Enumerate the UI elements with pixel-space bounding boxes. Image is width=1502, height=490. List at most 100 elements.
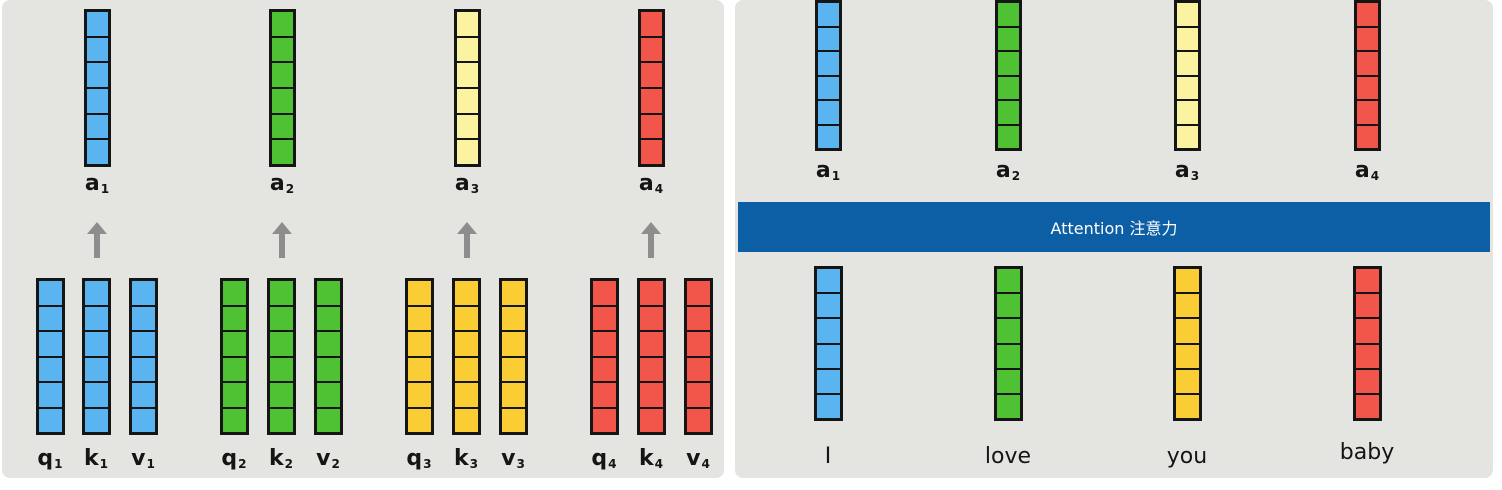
vector-cell bbox=[408, 358, 431, 383]
up-arrow-icon bbox=[641, 222, 661, 258]
vector-label-q4-letter: q bbox=[591, 446, 608, 471]
output-vector-a3 bbox=[454, 9, 481, 167]
vector-label-v1: v1 bbox=[103, 446, 183, 471]
vector-cell bbox=[223, 358, 246, 383]
attention-output-label-a3-subscript: 3 bbox=[1190, 169, 1200, 184]
vector-label-v3-letter: v bbox=[501, 446, 516, 471]
output-vector-a2 bbox=[269, 9, 296, 167]
vector-cell bbox=[502, 307, 525, 332]
vector-cell bbox=[1356, 319, 1379, 345]
vector-label-q3: q3 bbox=[379, 446, 459, 471]
vector-cell bbox=[272, 12, 293, 38]
vector-cell bbox=[1176, 345, 1199, 370]
output-label-a1-letter: a bbox=[84, 171, 100, 196]
vector-cell bbox=[593, 307, 616, 332]
vector-cell bbox=[455, 383, 478, 409]
vector-cell bbox=[1176, 395, 1199, 418]
vector-cell bbox=[455, 307, 478, 332]
output-label-a2-subscript: 2 bbox=[285, 182, 295, 197]
word-label-baby: baby bbox=[1339, 440, 1395, 465]
vector-cell bbox=[87, 140, 108, 164]
vector-label-q1-subscript: 1 bbox=[54, 457, 63, 472]
vector-label-k1-subscript: 1 bbox=[99, 457, 109, 472]
vector-cell bbox=[1177, 3, 1198, 28]
vector-cell bbox=[457, 115, 478, 141]
vector-cell bbox=[1177, 77, 1198, 101]
vector-cell bbox=[317, 307, 340, 332]
vector-cell bbox=[457, 63, 478, 90]
vector-cell bbox=[998, 3, 1019, 28]
word-label-love: love bbox=[984, 444, 1032, 469]
vector-cell bbox=[997, 395, 1020, 418]
vector-cell bbox=[1357, 3, 1378, 28]
vector-cell bbox=[1176, 294, 1199, 320]
attention-output-label-a4: a4 bbox=[1327, 158, 1407, 183]
vector-cell bbox=[687, 358, 710, 383]
vector-cell bbox=[408, 281, 431, 307]
word-vector-baby bbox=[1353, 266, 1382, 421]
output-label-a2: a2 bbox=[242, 171, 322, 196]
vector-cell bbox=[39, 281, 62, 307]
vector-cell bbox=[998, 28, 1019, 52]
output-label-a2-letter: a bbox=[269, 171, 285, 196]
vector-cell bbox=[85, 409, 108, 433]
vector-cell bbox=[687, 281, 710, 307]
vector-cell bbox=[502, 358, 525, 383]
vector-cell bbox=[1356, 370, 1379, 395]
output-label-a4: a4 bbox=[611, 171, 691, 196]
vector-label-q4: q4 bbox=[564, 446, 644, 471]
attention-output-a3 bbox=[1174, 0, 1201, 151]
vector-cell bbox=[687, 307, 710, 332]
attention-output-label-a4-letter: a bbox=[1354, 158, 1370, 183]
vector-label-q1: q1 bbox=[10, 446, 90, 471]
vector-cell bbox=[593, 281, 616, 307]
up-arrow-icon bbox=[87, 222, 107, 258]
vector-cell bbox=[85, 281, 108, 307]
vector-cell bbox=[1356, 345, 1379, 370]
attention-output-label-a1: a1 bbox=[788, 158, 868, 183]
vector-cell bbox=[408, 332, 431, 358]
vector-cell bbox=[85, 358, 108, 383]
attention-output-label-a2: a2 bbox=[968, 158, 1048, 183]
vector-q3 bbox=[405, 278, 434, 435]
vector-cell bbox=[270, 358, 293, 383]
vector-cell bbox=[641, 89, 662, 115]
vector-cell bbox=[640, 383, 663, 409]
vector-cell bbox=[593, 358, 616, 383]
vector-cell bbox=[817, 395, 840, 418]
vector-cell bbox=[997, 294, 1020, 320]
vector-label-q3-subscript: 3 bbox=[423, 457, 432, 472]
vector-cell bbox=[818, 77, 839, 101]
vector-cell bbox=[640, 358, 663, 383]
output-label-a4-letter: a bbox=[638, 171, 654, 196]
vector-v2 bbox=[314, 278, 343, 435]
vector-cell bbox=[39, 358, 62, 383]
vector-cell bbox=[85, 383, 108, 409]
vector-cell bbox=[998, 101, 1019, 126]
vector-cell bbox=[132, 307, 155, 332]
output-label-a1: a1 bbox=[57, 171, 137, 196]
vector-cell bbox=[641, 12, 662, 38]
vector-k3 bbox=[452, 278, 481, 435]
vector-cell bbox=[687, 383, 710, 409]
vector-cell bbox=[223, 383, 246, 409]
vector-cell bbox=[817, 345, 840, 370]
vector-k4 bbox=[637, 278, 666, 435]
vector-cell bbox=[997, 269, 1020, 295]
vector-label-q2: q2 bbox=[194, 446, 274, 471]
vector-label-q2-subscript: 2 bbox=[238, 457, 247, 472]
vector-cell bbox=[457, 12, 478, 38]
vector-cell bbox=[85, 332, 108, 358]
vector-cell bbox=[132, 281, 155, 307]
vector-k2 bbox=[267, 278, 296, 435]
vector-cell bbox=[502, 383, 525, 409]
vector-label-v2-subscript: 2 bbox=[331, 457, 340, 472]
vector-cell bbox=[270, 332, 293, 358]
attention-label: Attention 注意力 bbox=[1050, 219, 1178, 238]
attention-output-label-a2-subscript: 2 bbox=[1011, 169, 1021, 184]
vector-cell bbox=[640, 409, 663, 433]
up-arrow-icon bbox=[457, 222, 477, 258]
vector-label-v2-letter: v bbox=[316, 446, 331, 471]
vector-label-k2-letter: k bbox=[268, 446, 284, 471]
vector-cell bbox=[997, 370, 1020, 395]
